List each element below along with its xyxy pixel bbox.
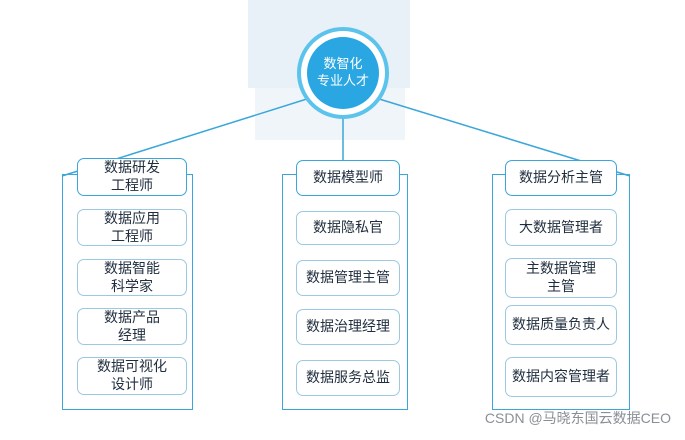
col3-item-4: 数据内容管理者	[505, 357, 617, 397]
col3-item-2-line2: 主管	[547, 279, 575, 295]
col1-item-1: 数据应用 工程师	[77, 209, 187, 246]
col1-item-1-line1: 数据应用	[104, 210, 160, 227]
col1-header: 数据研发 工程师	[77, 158, 187, 196]
col2-item-1: 数据隐私官	[296, 211, 400, 245]
col2-header-label: 数据模型师	[313, 170, 383, 186]
col2-header: 数据模型师	[296, 160, 400, 196]
col3-header: 数据分析主管	[505, 160, 617, 196]
hub-label-line1: 数智化	[323, 57, 363, 72]
col3-item-3-label: 数据质量负责人	[512, 317, 610, 333]
col1-item-1-line2: 工程师	[111, 228, 153, 245]
hub-node: 数智化 专业人才	[307, 37, 379, 109]
col1-item-4-line1: 数据可视化	[97, 359, 167, 375]
col2-item-1-label: 数据隐私官	[313, 220, 383, 236]
col1-item-2-line2: 科学家	[111, 278, 153, 295]
col1-item-4-line2: 设计师	[111, 377, 153, 393]
csdn-watermark: CSDN @马晓东国云数据CEO	[484, 410, 671, 426]
col3-item-1-label: 大数据管理者	[519, 219, 603, 236]
col3-item-2: 主数据管理 主管	[505, 258, 617, 298]
col3-item-4-label: 数据内容管理者	[512, 369, 610, 385]
col1-header-line2: 工程师	[111, 178, 153, 194]
col3-header-label: 数据分析主管	[519, 170, 603, 186]
col3-item-1: 大数据管理者	[505, 209, 617, 246]
col1-header-line1: 数据研发	[104, 160, 160, 176]
col1-item-2-line1: 数据智能	[104, 260, 160, 277]
col2-item-2: 数据管理主管	[296, 260, 400, 296]
col2-item-4: 数据服务总监	[296, 360, 400, 396]
col3-item-3: 数据质量负责人	[505, 305, 617, 345]
col2-item-2-label: 数据管理主管	[306, 270, 390, 286]
col1-item-4: 数据可视化 设计师	[77, 357, 187, 395]
col1-item-3-line2: 经理	[118, 327, 146, 344]
col2-item-4-label: 数据服务总监	[306, 370, 390, 386]
col3-item-2-line1: 主数据管理	[526, 261, 596, 277]
col2-item-3: 数据治理经理	[296, 309, 400, 345]
col1-item-3-line1: 数据产品	[104, 309, 160, 326]
col1-item-3: 数据产品 经理	[77, 308, 187, 345]
col2-item-3-label: 数据治理经理	[306, 319, 390, 335]
col1-item-2: 数据智能 科学家	[77, 259, 187, 296]
hub-label-line2: 专业人才	[316, 74, 369, 89]
